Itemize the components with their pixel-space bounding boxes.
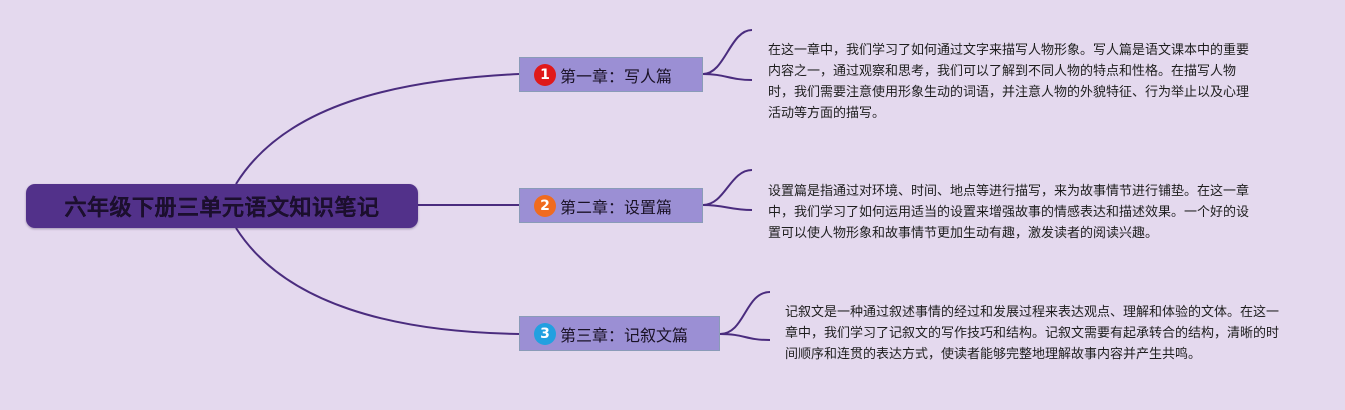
note-branch-3: 记叙文是一种通过叙述事情的经过和发展过程来表达观点、理解和体验的文体。在这一章中…: [785, 305, 1280, 362]
connector-branch-2-note: [702, 169, 753, 206]
branch-topic-1[interactable]: 1 第一章：写人篇: [519, 57, 703, 92]
number-badge-1: 1: [534, 63, 556, 86]
root-topic-label: 六年级下册三单元语文知识笔记: [64, 196, 380, 221]
number-badge-2: 2: [534, 194, 556, 217]
note-branch-1: 在这一章中，我们学习了如何通过文字来描写人物形象。写人篇是语文课本中的重要内容之…: [768, 43, 1250, 121]
connector-branch-3-note: [719, 291, 771, 335]
connector-branch-1-note: [702, 29, 753, 75]
connector-branch-2-note-end: [702, 204, 753, 211]
branch-topic-2-label: 第二章：设置篇: [560, 197, 673, 217]
branch-topic-3[interactable]: 3 第三章：记叙文篇: [519, 316, 720, 351]
connector-branch-1-note-end: [702, 73, 753, 81]
note-branch-2: 设置篇是指通过对环境、时间、地点等进行描写，来为故事情节进行铺垫。在这一章中，我…: [768, 184, 1250, 241]
branch-topic-2[interactable]: 2 第二章：设置篇: [519, 188, 703, 223]
connector-root-branch-1: [235, 73, 520, 185]
connector-root-branch-3: [235, 227, 520, 335]
branch-topic-1-label: 第一章：写人篇: [560, 66, 673, 86]
connector-branch-3-note-end: [719, 333, 771, 341]
number-badge-3: 3: [534, 322, 556, 345]
root-topic[interactable]: 六年级下册三单元语文知识笔记: [26, 184, 418, 228]
branch-topic-3-label: 第三章：记叙文篇: [560, 325, 689, 345]
